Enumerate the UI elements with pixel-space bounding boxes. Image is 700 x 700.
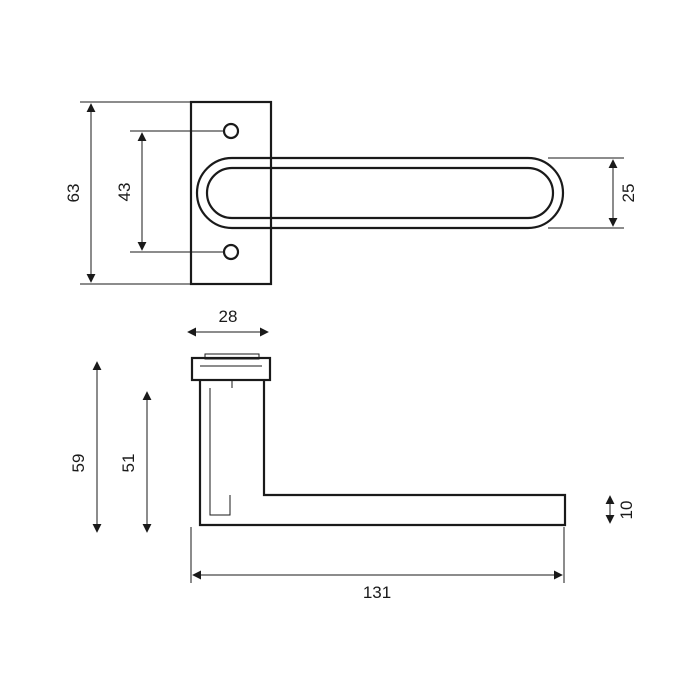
dim-side-rose-width-label: 28 xyxy=(219,307,238,326)
dim-front-overall-height-label: 63 xyxy=(64,184,83,203)
dim-side-overall-length-label: 131 xyxy=(363,583,391,602)
dim-side-overall-height-label: 59 xyxy=(69,454,88,473)
front-view xyxy=(189,100,565,286)
front-lever-outer xyxy=(195,156,565,230)
dim-front-lever-height: 25 xyxy=(548,157,638,229)
front-screw-hole-bottom xyxy=(222,243,240,261)
dim-side-stem-height: 51 xyxy=(119,391,152,533)
dim-side-lever-thickness: 10 xyxy=(605,495,636,524)
dim-front-screw-spacing: 43 xyxy=(115,130,224,253)
dim-side-stem-height-label: 51 xyxy=(119,454,138,473)
side-lever-body xyxy=(198,380,567,527)
dim-side-lever-thickness-label: 10 xyxy=(617,501,636,520)
dim-side-overall-height: 59 xyxy=(69,361,102,533)
front-rose-plate xyxy=(189,100,273,286)
front-lever-inner xyxy=(205,166,555,220)
side-lever-inner xyxy=(209,388,231,516)
front-screw-hole-top xyxy=(222,122,240,140)
dim-front-lever-height-label: 25 xyxy=(619,184,638,203)
dim-front-screw-spacing-label: 43 xyxy=(115,183,134,202)
side-rose-cap-top xyxy=(204,353,260,360)
side-rose-cap xyxy=(190,356,272,382)
side-view xyxy=(190,353,567,527)
dim-side-rose-width: 28 xyxy=(187,307,269,337)
dim-front-overall-height: 63 xyxy=(64,101,191,285)
dim-side-overall-length: 131 xyxy=(190,527,565,602)
